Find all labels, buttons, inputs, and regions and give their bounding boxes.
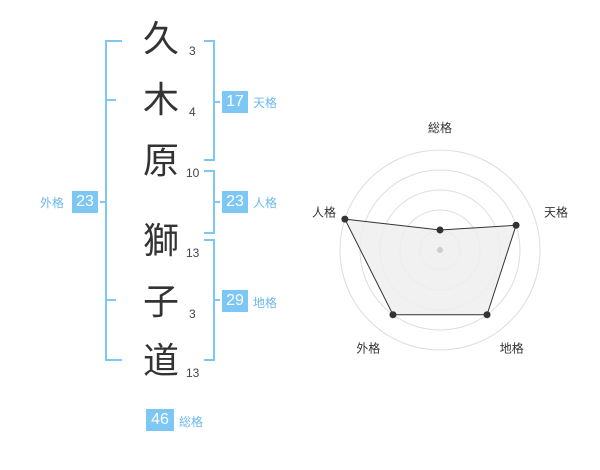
tenkaku-label: 天格 [253, 96, 278, 110]
radar-axis-label-5: 人格 [312, 204, 336, 219]
chikaku-bracket [204, 239, 215, 361]
tenkaku-bracket [204, 40, 215, 161]
radar-point-2 [512, 221, 520, 229]
gaikaku-badge: 23 [72, 191, 98, 213]
gaikaku-bracket [105, 40, 122, 361]
radar-ring-5 [339, 149, 541, 351]
name-char-6: 道 [142, 341, 179, 382]
radar-axis-label-4: 外格 [356, 341, 380, 356]
stroke-count-1: 3 [189, 44, 196, 58]
radar-points [341, 215, 520, 319]
radar-axis-label-1: 総格 [428, 120, 452, 135]
stroke-count-5: 3 [189, 307, 196, 321]
radar-point-3 [483, 311, 491, 319]
radar-axis-label-3: 地格 [500, 341, 524, 356]
stroke-count-3: 10 [186, 166, 200, 180]
name-char-5: 子 [142, 282, 179, 323]
radar-area [344, 218, 517, 316]
name-char-3: 原 [142, 141, 179, 182]
stroke-count-4: 13 [186, 246, 200, 260]
jinkaku-badge: 23 [222, 191, 248, 213]
jinkaku-label: 人格 [253, 196, 278, 210]
stroke-count-6: 13 [186, 366, 200, 380]
name-char-2: 木 [142, 80, 179, 121]
stroke-count-2: 4 [189, 105, 196, 119]
radar-point-5 [341, 215, 349, 223]
tenkaku-badge: 17 [222, 91, 248, 113]
soukaku-badge: 46 [146, 409, 174, 431]
chikaku-label: 地格 [253, 296, 278, 310]
soukaku-label: 総格 [179, 415, 204, 429]
chikaku-badge: 29 [222, 290, 248, 312]
radar-point-1 [436, 226, 444, 234]
radar-axis-label-2: 天格 [544, 204, 568, 219]
radar-center-dot [437, 247, 443, 253]
name-char-4: 獅 [142, 221, 179, 262]
radar-point-4 [389, 311, 397, 319]
jinkaku-bracket [204, 170, 215, 234]
gaikaku-label: 外格 [40, 196, 65, 210]
name-char-1: 久 [142, 19, 179, 60]
